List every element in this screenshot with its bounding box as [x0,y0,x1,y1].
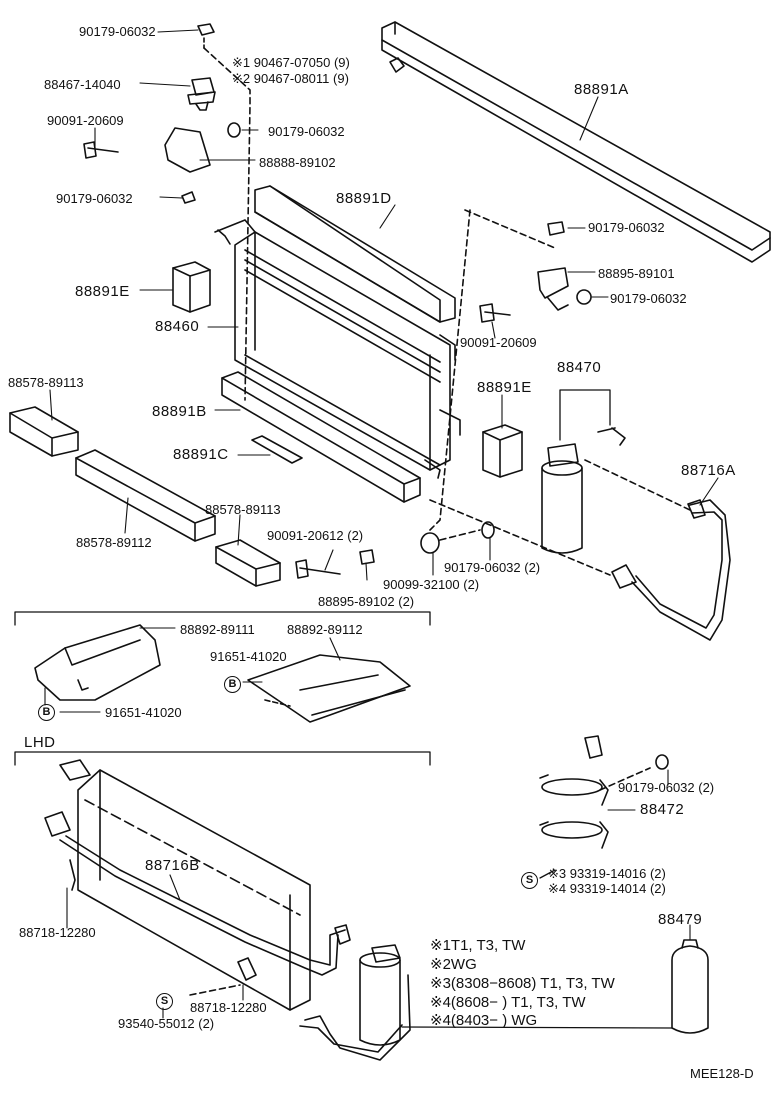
part-label: 90091-20609 [460,335,537,350]
bottle-88479-drawing [671,939,709,1034]
bolt-drawing [83,141,119,159]
washer-drawing [227,122,241,138]
symbol-b: B [38,703,55,721]
dashed-guide-1 [203,47,251,401]
condenser-88460-drawing [214,219,461,479]
part-label: ※4 93319-14014 (2) [548,881,666,896]
part-label: 88891B [152,403,207,420]
part-label: ※1 90467-07050 (9) [232,55,350,70]
part-label: 88888-89102 [259,155,336,170]
part-label: 88578-89113 [8,375,84,390]
part-label: 88716A [681,462,736,479]
part-label: 90179-06032 [268,124,345,139]
bracket-88472-drawing [539,735,609,849]
cover-88892-89112-drawing [247,654,411,723]
mount-88895-drawing [537,267,569,311]
part-label: 90091-20609 [47,113,124,128]
section-label: LHD [24,734,56,751]
note-line: ※4(8608− ) T1, T3, TW [430,994,586,1011]
nut-drawing [197,23,215,36]
part-label: 88891E [75,283,130,300]
pad-88891b-drawing [221,371,421,503]
part-label: 88891E [477,379,532,396]
part-label: 88472 [640,801,685,818]
part-label: ※3 93319-14016 (2) [548,866,666,881]
pad-88891c-drawing [251,435,303,464]
part-label: 88578-89112 [76,535,152,550]
hose-88716b-drawing [59,835,351,976]
note-line: ※2WG [430,956,477,973]
symbol-b: B [224,675,241,693]
bolt-right-drawing [479,303,511,323]
part-label: 88467-14040 [44,77,121,92]
part-label: 90179-06032 (2) [618,780,715,795]
seal-88891a-drawing [381,21,771,263]
part-label: 88716B [145,857,200,874]
pad-88578-89113-lower-drawing [215,539,281,587]
block-88891e-left-drawing [172,261,211,313]
pad-88891d-drawing [254,185,456,323]
collar-drawing [420,532,440,554]
bracket-box-2 [14,751,431,766]
part-label: 90179-06032 [79,24,156,39]
part-label: 90179-06032 [56,191,133,206]
bracket-88888-drawing [164,127,211,173]
cover-88892-89111-drawing [34,624,161,701]
part-label: 88460 [155,318,200,335]
pad-88578-89112-drawing [75,449,216,542]
part-label: 90179-06032 [610,291,687,306]
part-label: 88892-89111 [180,622,255,637]
part-label: 90179-06032 [588,220,665,235]
receiver-lhd-drawing [299,944,411,1061]
hose-88716a-drawing [611,499,731,641]
part-label: 88718-12280 [19,925,96,940]
part-label: 91651-41020 [105,705,182,720]
block-88891e-right-drawing [482,424,523,478]
note-line: ※1T1, T3, TW [430,937,526,954]
bolt-lower-drawing [295,559,341,579]
part-label: 90099-32100 (2) [383,577,480,592]
part-label: 91651-41020 [210,649,287,664]
part-label: 88470 [557,359,602,376]
symbol-s: S [521,871,538,889]
pad-88578-89113-left-drawing [9,406,79,457]
part-label: 88891D [336,190,392,207]
part-label: 88891C [173,446,229,463]
bracket-box-1 [14,611,431,626]
note-line: ※3(8308−8608) T1, T3, TW [430,975,615,992]
part-label: 90091-20612 (2) [267,528,364,543]
part-label: 90179-06032 (2) [444,560,541,575]
receiver-88470-drawing [541,427,626,554]
part-label: 88479 [658,911,703,928]
mount-88467-drawing [187,77,216,111]
part-label: ※2 90467-08011 (9) [232,71,349,86]
clip-drawing [389,57,405,73]
part-label: 93540-55012 (2) [118,1016,215,1031]
condenser-lhd-drawing [44,759,311,1011]
part-label: 88891A [574,81,629,98]
dashed-guide-2 [429,209,556,531]
diagram-code: MEE128-D [690,1066,754,1081]
part-label: 88578-89113 [205,502,281,517]
nut-right-drawing [547,221,565,236]
leader-lines [44,29,719,1019]
part-label: 88892-89112 [287,622,363,637]
note-line: ※4(8403− ) WG [430,1012,538,1029]
part-label: 88895-89102 (2) [318,594,415,609]
part-label: 88895-89101 [598,266,675,281]
symbol-s: S [156,992,173,1010]
part-label: 88718-12280 [190,1000,267,1015]
